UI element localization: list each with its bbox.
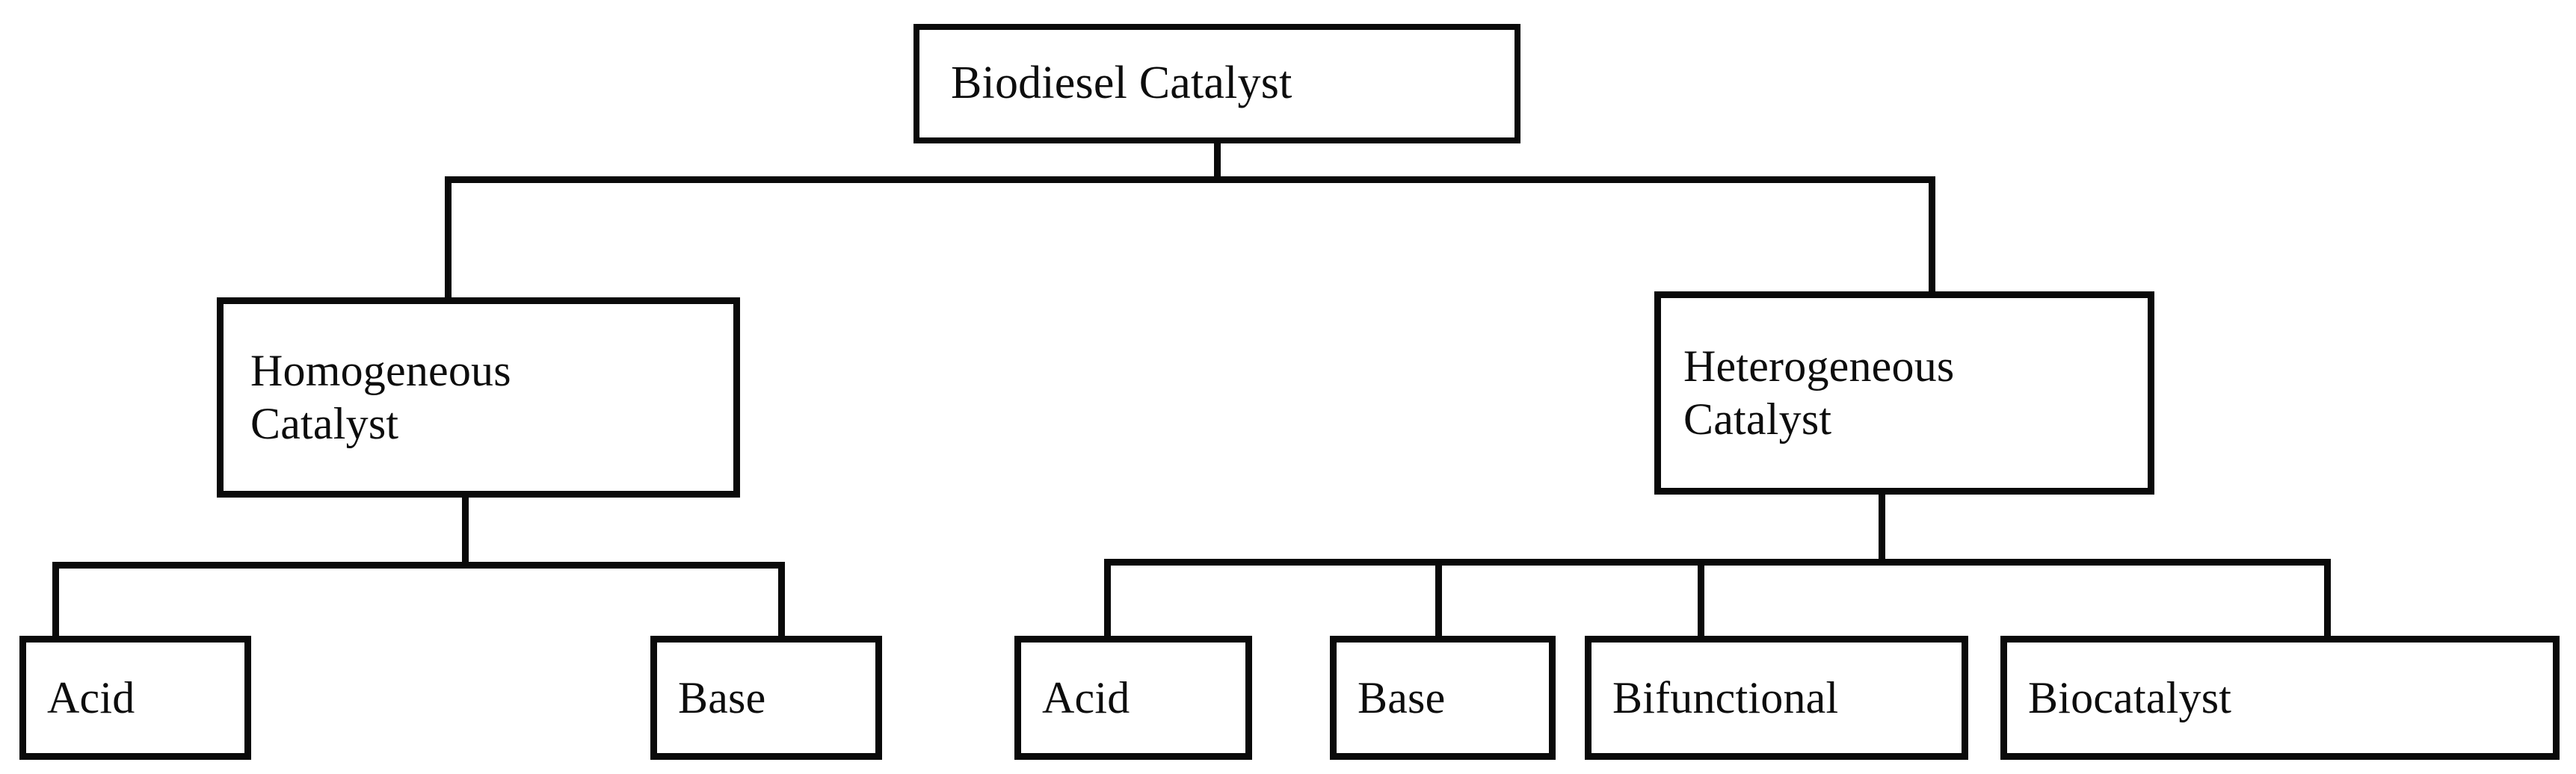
edge-root-to-homogeneous bbox=[445, 176, 452, 302]
node-homogeneous-base: Base bbox=[650, 636, 882, 760]
edge-homogeneous-stem bbox=[462, 493, 469, 566]
node-label: Base bbox=[678, 672, 766, 722]
edge-root-stem bbox=[1214, 139, 1221, 181]
node-homogeneous-acid: Acid bbox=[19, 636, 251, 760]
node-heterogeneous-biocatalyst: Biocatalyst bbox=[2000, 636, 2560, 760]
edge-heterogeneous-to-bifunctional bbox=[1698, 559, 1704, 640]
edge-heterogeneous-to-biocatalyst bbox=[2324, 559, 2331, 640]
edge-heterogeneous-to-acid bbox=[1104, 559, 1111, 640]
node-label: Acid bbox=[1042, 672, 1130, 722]
node-label: Heterogeneous Catalyst bbox=[1683, 341, 1955, 444]
node-label: Bifunctional bbox=[1612, 672, 1839, 722]
edge-homogeneous-to-base bbox=[778, 562, 785, 640]
node-label: Base bbox=[1358, 672, 1446, 722]
node-heterogeneous-catalyst: Heterogeneous Catalyst bbox=[1654, 291, 2154, 495]
edge-homogeneous-bus bbox=[52, 562, 785, 569]
edge-homogeneous-to-acid bbox=[52, 562, 59, 640]
node-label: Biodiesel Catalyst bbox=[951, 58, 1292, 109]
node-label: Acid bbox=[47, 672, 135, 722]
node-heterogeneous-bifunctional: Bifunctional bbox=[1585, 636, 1968, 760]
edge-root-to-heterogeneous bbox=[1929, 176, 1935, 296]
edge-heterogeneous-to-base bbox=[1435, 559, 1442, 640]
edge-heterogeneous-bus bbox=[1104, 559, 2331, 566]
node-heterogeneous-acid: Acid bbox=[1014, 636, 1252, 760]
node-homogeneous-catalyst: Homogeneous Catalyst bbox=[217, 297, 740, 498]
edge-heterogeneous-stem bbox=[1879, 490, 1885, 565]
node-label: Homogeneous Catalyst bbox=[250, 346, 511, 448]
node-heterogeneous-base: Base bbox=[1330, 636, 1556, 760]
node-biodiesel-catalyst: Biodiesel Catalyst bbox=[913, 24, 1520, 143]
node-label: Biocatalyst bbox=[2028, 672, 2232, 722]
edge-level2-bus bbox=[445, 176, 1935, 183]
